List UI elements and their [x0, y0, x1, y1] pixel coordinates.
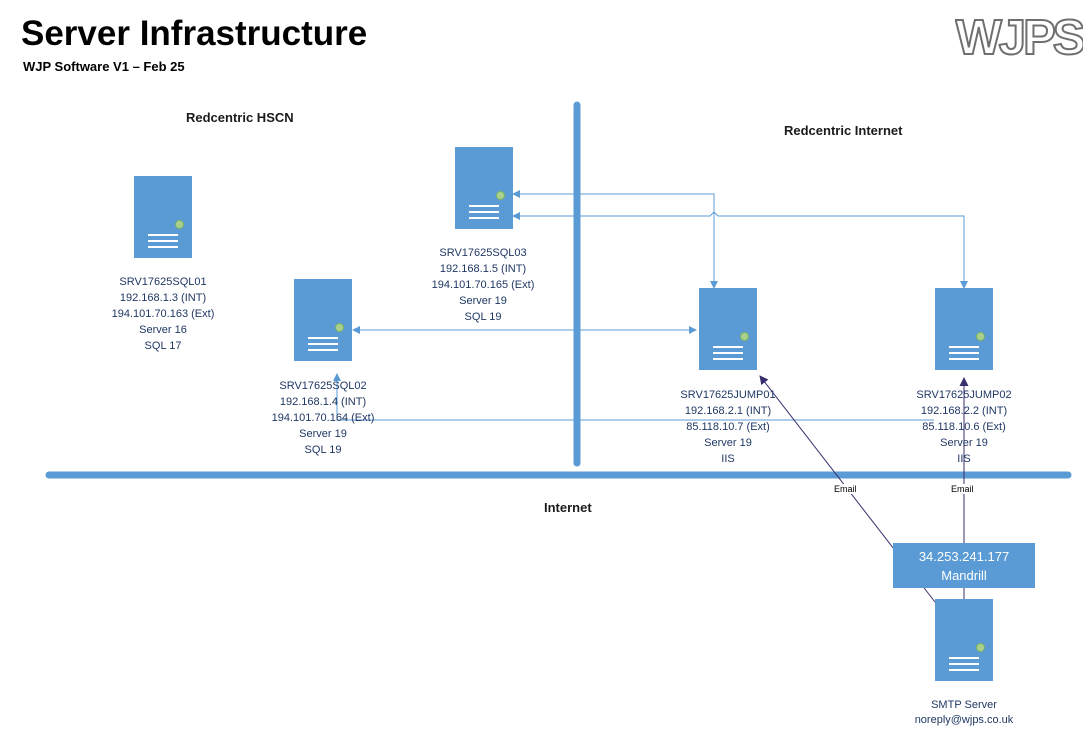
- server-ext-ip: 194.101.70.165 (Ext): [431, 279, 535, 291]
- server-name: SRV17625JUMP02: [916, 389, 1012, 401]
- email-label-jump01: Email: [833, 484, 858, 494]
- email-label-jump02: Email: [950, 484, 975, 494]
- server-int-ip: 192.168.1.3 (INT): [119, 292, 207, 304]
- zone-label-internet: Internet: [544, 500, 592, 515]
- status-led-icon: [335, 323, 344, 332]
- server-os: Server 16: [139, 324, 187, 336]
- drive-bays-icon: [949, 657, 979, 675]
- server-icon-jump01: [699, 288, 757, 370]
- server-ext-ip: 85.118.10.7 (Ext): [686, 421, 770, 433]
- server-os: Server 19: [459, 295, 507, 307]
- server-os: Server 19: [940, 437, 988, 449]
- status-led-icon: [496, 191, 505, 200]
- server-int-ip: 192.168.1.4 (INT): [279, 396, 367, 408]
- server-name: SRV17625JUMP01: [680, 389, 776, 401]
- server-label-sql01: SRV17625SQL01 192.168.1.3 (INT) 194.101.…: [78, 274, 248, 354]
- mandrill-name: Mandrill: [941, 568, 987, 583]
- server-name: SRV17625SQL03: [439, 247, 527, 259]
- server-role: IIS: [721, 453, 735, 465]
- server-label-smtp: SMTP Server noreply@wjps.co.uk: [879, 698, 1049, 728]
- status-led-icon: [976, 332, 985, 341]
- server-int-ip: 192.168.2.2 (INT): [920, 405, 1008, 417]
- server-label-jump01: SRV17625JUMP01 192.168.2.1 (INT) 85.118.…: [643, 387, 813, 467]
- drive-bays-icon: [148, 234, 178, 252]
- server-label-sql03: SRV17625SQL03 192.168.1.5 (INT) 194.101.…: [398, 245, 568, 325]
- server-label-sql02: SRV17625SQL02 192.168.1.4 (INT) 194.101.…: [238, 378, 408, 458]
- server-role: SQL 19: [464, 311, 502, 323]
- server-os: Server 19: [704, 437, 752, 449]
- server-ext-ip: 194.101.70.164 (Ext): [271, 412, 375, 424]
- server-label-jump02: SRV17625JUMP02 192.168.2.2 (INT) 85.118.…: [879, 387, 1049, 467]
- link-jump02-sql02: [333, 373, 934, 421]
- server-role: SQL 17: [144, 340, 182, 352]
- server-email: noreply@wjps.co.uk: [914, 714, 1014, 726]
- link-jump02-sql03: [512, 211, 968, 289]
- server-icon-smtp: [935, 599, 993, 681]
- status-led-icon: [175, 220, 184, 229]
- drive-bays-icon: [949, 346, 979, 364]
- server-os: Server 19: [299, 428, 347, 440]
- server-ext-ip: 194.101.70.163 (Ext): [111, 308, 215, 320]
- server-icon-sql01: [134, 176, 192, 258]
- drive-bays-icon: [713, 346, 743, 364]
- svg-text:WJPS: WJPS: [956, 11, 1083, 62]
- server-int-ip: 192.168.1.5 (INT): [439, 263, 527, 275]
- zone-label-hscn: Redcentric HSCN: [186, 110, 294, 125]
- page-title: Server Infrastructure: [21, 14, 368, 53]
- server-icon-sql02: [294, 279, 352, 361]
- wjps-logo: WJPS: [955, 10, 1083, 62]
- server-role: SQL 19: [304, 444, 342, 456]
- mandrill-ip: 34.253.241.177: [918, 549, 1010, 564]
- status-led-icon: [976, 643, 985, 652]
- zone-label-redcentric-internet: Redcentric Internet: [784, 123, 903, 138]
- status-led-icon: [740, 332, 749, 341]
- server-icon-jump02: [935, 288, 993, 370]
- drive-bays-icon: [308, 337, 338, 355]
- server-name: SRV17625SQL02: [279, 380, 367, 392]
- drive-bays-icon: [469, 205, 499, 223]
- server-role: IIS: [957, 453, 971, 465]
- server-ext-ip: 85.118.10.6 (Ext): [922, 421, 1006, 433]
- page-subtitle: WJP Software V1 – Feb 25: [23, 59, 185, 74]
- server-name: SRV17625SQL01: [119, 276, 207, 288]
- server-name: SMTP Server: [931, 699, 997, 711]
- mandrill-relay-box: 34.253.241.177 Mandrill: [893, 543, 1035, 588]
- server-icon-sql03: [455, 147, 513, 229]
- server-int-ip: 192.168.2.1 (INT): [684, 405, 772, 417]
